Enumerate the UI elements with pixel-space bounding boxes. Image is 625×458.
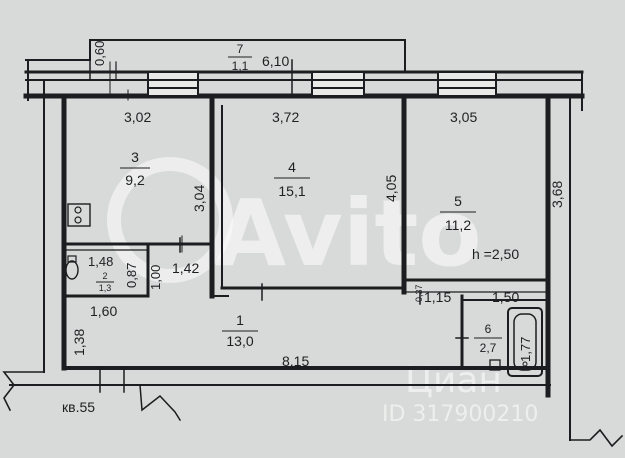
watermark-brand: Avito bbox=[215, 180, 482, 287]
dim-bath-width: 1,50 bbox=[492, 289, 519, 305]
ceiling-height: h =2,50 bbox=[472, 246, 519, 262]
room-4-area: 15,1 bbox=[278, 183, 305, 199]
stove-icon bbox=[67, 203, 91, 227]
dim-room4-width: 3,72 bbox=[272, 109, 299, 125]
dim-tub-length: 1,77 bbox=[518, 337, 533, 362]
window-room4 bbox=[311, 71, 365, 97]
dim-wc-depth: 0,87 bbox=[124, 263, 139, 288]
interior-walls bbox=[62, 95, 550, 370]
room-7-area: 1,1 bbox=[232, 59, 249, 73]
room-2-area: 1,3 bbox=[99, 283, 112, 293]
room-3-number: 3 bbox=[131, 149, 139, 165]
room-1-number: 1 bbox=[236, 312, 244, 328]
dim-door-width: 1,00 bbox=[148, 265, 163, 290]
dim-hall-depth: 1,38 bbox=[71, 329, 87, 356]
dim-bath-gap: 1,15 bbox=[424, 289, 451, 305]
room-7-number: 7 bbox=[237, 42, 244, 56]
dim-balcony-depth: 0,60 bbox=[92, 41, 107, 66]
apartment-label: кв.55 bbox=[62, 399, 95, 415]
avito-logo-icon bbox=[107, 157, 233, 283]
watermark: Avito Циан ID 317900210 bbox=[107, 157, 538, 427]
dim-hall-length: 8,15 bbox=[282, 353, 309, 369]
dim-room5-width: 3,05 bbox=[450, 109, 477, 125]
room-5-number: 5 bbox=[454, 193, 462, 209]
sink-icon bbox=[489, 359, 501, 371]
watermark-id: ID 317900210 bbox=[382, 402, 538, 427]
dimension-lines bbox=[109, 61, 293, 253]
toilet-icon bbox=[65, 255, 79, 280]
dim-hall-left: 1,60 bbox=[90, 303, 117, 319]
room-6-area: 2,7 bbox=[480, 341, 497, 355]
bathtub-icon bbox=[507, 307, 543, 377]
dimension-labels: 0,60 6,10 3,02 3,72 3,05 3,04 4,05 3,68 … bbox=[62, 41, 565, 415]
room-labels: 7 1,1 3 9,2 4 15,1 5 11,2 2 1,3 1 13,0 6… bbox=[96, 42, 502, 355]
dim-room3-width: 3,02 bbox=[124, 109, 151, 125]
dim-corridor-1-42: 1,42 bbox=[172, 260, 199, 276]
room-1-area: 13,0 bbox=[226, 333, 253, 349]
room-3-area: 9,2 bbox=[125, 172, 145, 188]
dim-bath-wall: 0,37 bbox=[414, 284, 424, 302]
dim-room4-depth: 4,05 bbox=[383, 175, 399, 202]
room-4-number: 4 bbox=[288, 159, 296, 175]
dim-wc-width: 1,48 bbox=[88, 254, 113, 269]
exterior-wall-bottom bbox=[9, 366, 551, 422]
dim-room3-depth: 3,04 bbox=[191, 185, 207, 212]
window-room5 bbox=[437, 71, 497, 97]
exterior-wall-right bbox=[545, 95, 624, 448]
dim-room5-depth: 3,68 bbox=[549, 181, 565, 208]
room-5-area: 11,2 bbox=[445, 217, 471, 233]
dim-balcony-length: 6,10 bbox=[262, 53, 289, 69]
room-6-number: 6 bbox=[485, 322, 492, 336]
window-room3 bbox=[147, 71, 199, 97]
room-2-number: 2 bbox=[102, 271, 107, 281]
